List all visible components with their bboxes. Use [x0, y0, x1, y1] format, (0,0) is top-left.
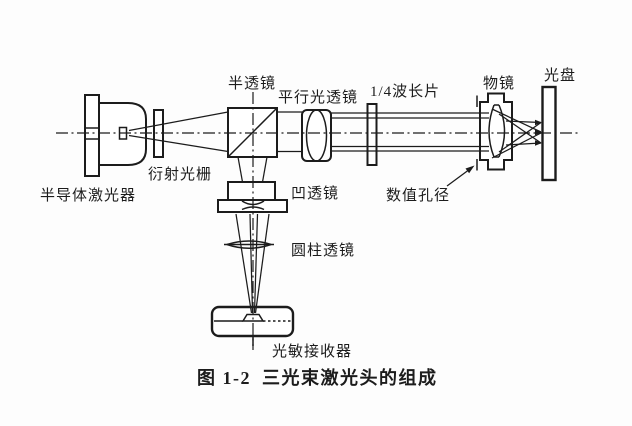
label-collimating-lens: 平行光透镜: [278, 88, 358, 106]
label-photo-receiver: 光敏接收器: [272, 343, 352, 360]
label-semiconductor-laser: 半导体激光器: [40, 187, 136, 204]
laser-beam-rays: [128, 108, 542, 314]
label-concave-lens: 凹透镜: [291, 184, 339, 202]
label-cylindrical-lens: 圆柱透镜: [291, 241, 355, 259]
numerical-aperture-arrow: [446, 165, 475, 187]
objective-lens: [476, 92, 513, 171]
focus-arrow-bottom: [535, 140, 542, 146]
label-diffraction-grating: 衍射光栅: [148, 166, 212, 183]
collimating-lens: [301, 109, 332, 162]
label-objective-lens: 物镜: [483, 74, 515, 92]
cylindrical-lens: [224, 240, 274, 249]
photo-receiver-sensor: [214, 313, 291, 346]
caption-figure-title: 三光束激光头的组成: [262, 367, 438, 388]
label-quarter-wave-plate: 1/4波长片: [370, 83, 440, 100]
focus-arrow-top: [535, 119, 542, 126]
quarter-wave-plate: [366, 103, 378, 166]
label-numerical-aperture: 数值孔径: [386, 187, 450, 204]
semiconductor-laser: [84, 94, 147, 177]
label-optical-disc: 光盘: [544, 66, 576, 84]
caption-figure-number: 图 1-2: [197, 368, 251, 388]
focus-arrow-middle: [535, 129, 542, 136]
label-half-mirror: 半透镜: [228, 74, 276, 92]
